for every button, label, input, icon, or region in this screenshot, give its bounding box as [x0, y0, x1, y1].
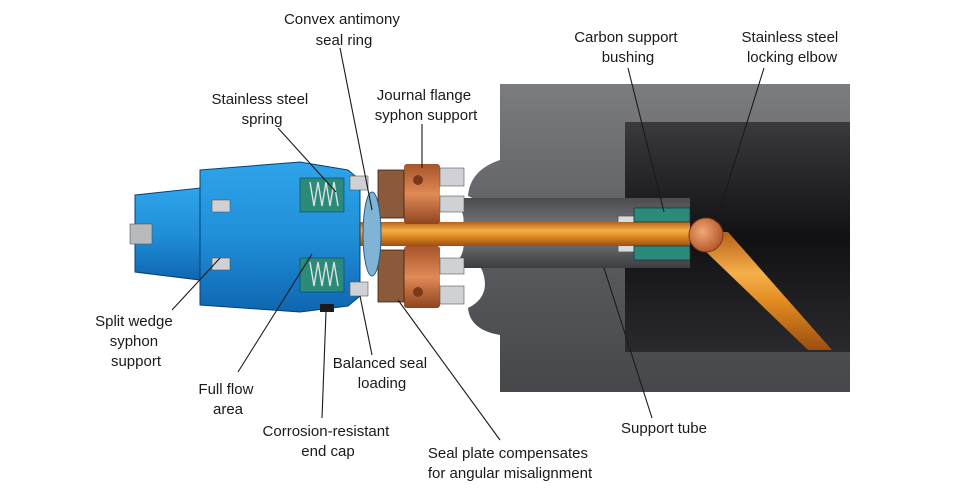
journal-flange	[404, 164, 465, 308]
body-bolt	[349, 281, 369, 297]
convex-seal-ring	[362, 191, 382, 277]
label-seal-plate-compensates: Seal plate compensates for angular misal…	[428, 445, 593, 482]
spring-lower	[309, 261, 339, 287]
leader-lines	[171, 47, 765, 441]
carbon-support-bushing	[633, 207, 691, 223]
flange-bolt	[439, 257, 465, 275]
spring-housing	[299, 177, 345, 213]
label-corrosion-resistant-end-cap: Corrosion-resistant end cap	[263, 423, 394, 460]
end-cap-marker	[320, 304, 334, 312]
flange-bolt	[439, 195, 465, 213]
label-journal-flange-syphon-support: Journal flange syphon support	[375, 87, 478, 124]
spring	[309, 181, 339, 207]
flange-bolt	[439, 167, 465, 187]
seal-plate-lower	[377, 249, 405, 303]
locking-elbow	[688, 217, 724, 253]
label-stainless-steel-locking-elbow: Stainless steel locking elbow	[742, 29, 843, 66]
syphon-leg	[700, 232, 832, 350]
seal-plate	[377, 169, 405, 219]
callout-labels: Convex antimony seal ring Stainless stee…	[95, 11, 843, 482]
label-split-wedge-syphon-support: Split wedge syphon support	[95, 313, 177, 370]
label-carbon-support-bushing: Carbon support bushing	[574, 29, 682, 66]
carbon-support-bushing-lower	[633, 245, 691, 261]
label-convex-antimony-seal-ring: Convex antimony seal ring	[284, 11, 404, 49]
label-balanced-seal-loading: Balanced seal loading	[333, 355, 431, 392]
flange-bolt	[439, 285, 465, 305]
inlet-nozzle	[129, 223, 153, 245]
label-support-tube: Support tube	[621, 420, 707, 437]
body-bolt	[349, 175, 369, 191]
split-wedge	[211, 199, 231, 213]
label-full-flow-area: Full flow area	[198, 381, 257, 418]
label-stainless-steel-spring: Stainless steel spring	[212, 91, 313, 128]
rotary-joint-body	[129, 161, 369, 313]
